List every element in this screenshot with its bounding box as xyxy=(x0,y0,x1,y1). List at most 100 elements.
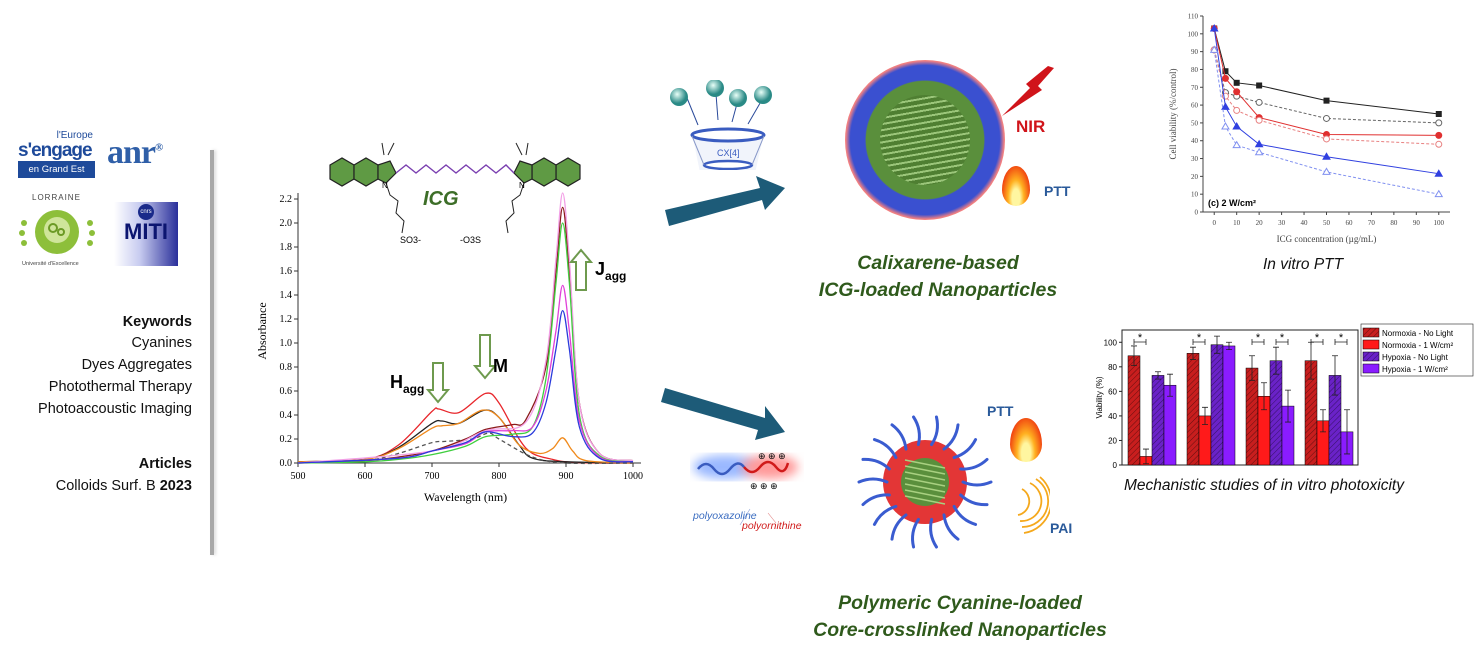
lorraine-logo: LORRAINE Université d'Excellence xyxy=(18,193,96,271)
j-aggregate-label: Jagg xyxy=(595,259,626,283)
x-tick-label: 40 xyxy=(1301,219,1309,227)
h-aggregate-arrow xyxy=(425,362,451,404)
lorraine-logo-text: Université d'Excellence xyxy=(22,261,79,267)
polymer-chain xyxy=(861,493,891,507)
anr-logo-text: anr xyxy=(107,134,156,171)
y-tick-label: 100 xyxy=(1188,30,1199,38)
bar xyxy=(1127,355,1141,466)
data-point xyxy=(1323,97,1330,104)
data-point xyxy=(1209,23,1219,32)
y-tick-label: 60 xyxy=(1108,387,1117,396)
y-tick-label: 2.0 xyxy=(280,218,293,229)
significance-bracket xyxy=(1192,339,1206,345)
significance-bracket xyxy=(1251,339,1265,345)
j-aggregate-arrow xyxy=(568,248,594,291)
significance-star: * xyxy=(1339,332,1344,344)
positive-charges: ⊕ ⊕ ⊕ xyxy=(758,451,786,461)
block-copolymer: ⊕ ⊕ ⊕ ⊕ ⊕ ⊕ xyxy=(693,451,798,526)
x-tick-label: 20 xyxy=(1256,219,1264,227)
x-axis-label: Wavelength (nm) xyxy=(424,490,507,504)
keyword-item: Photothermal Therapy xyxy=(48,379,192,395)
data-point xyxy=(1322,152,1331,160)
error-bar xyxy=(1344,409,1350,455)
data-point xyxy=(1323,135,1330,143)
bar xyxy=(1163,384,1177,466)
line-blue-solid xyxy=(1213,28,1439,175)
articles-heading: Articles xyxy=(138,456,192,472)
x-tick-label: 900 xyxy=(559,471,574,482)
polymeric-nanoparticle xyxy=(857,415,993,549)
y-tick-label: 0 xyxy=(1113,461,1118,470)
y-tick-label: 60 xyxy=(1191,102,1199,110)
significance-star: * xyxy=(1197,332,1202,344)
spectrum-line-blue xyxy=(297,309,634,464)
polymer-chain xyxy=(872,438,898,460)
y-axis-label: Viability (%) xyxy=(1095,376,1104,418)
bar xyxy=(1151,375,1165,466)
cnrs-logo-text: cnrs xyxy=(138,204,154,220)
monomer-label: M xyxy=(493,356,508,376)
legend-label: Normoxia - No Light xyxy=(1382,329,1454,338)
article-year: 2023 xyxy=(159,478,192,494)
y-tick-label: 110 xyxy=(1188,13,1199,21)
miti-logo-text: MITI xyxy=(124,219,168,244)
x-tick-label: 90 xyxy=(1413,219,1421,227)
x-tick-label: 0 xyxy=(1212,219,1216,227)
y-tick-label: 0.8 xyxy=(280,362,293,373)
data-point xyxy=(1435,111,1442,117)
polymer-chain xyxy=(930,415,939,447)
spectrum-line-pink xyxy=(297,192,634,464)
x-tick-label: 50 xyxy=(1323,219,1331,227)
y-tick-label: 1.4 xyxy=(280,290,293,301)
data-point xyxy=(1254,139,1264,148)
significance-star: * xyxy=(1315,332,1320,344)
y-tick-label: 0.6 xyxy=(280,386,293,397)
error-bar xyxy=(1332,355,1338,396)
error-bar xyxy=(1214,335,1220,354)
legend-swatch xyxy=(1362,327,1380,338)
y-tick-label: 80 xyxy=(1191,66,1199,74)
dye-stripe xyxy=(904,489,946,499)
keyword-item: Cyanines xyxy=(131,335,192,351)
error-bar xyxy=(1261,382,1267,411)
y-tick-label: 40 xyxy=(1108,412,1117,421)
line-black-dashed xyxy=(1213,49,1439,124)
article-reference: Colloids Surf. B 2023 xyxy=(56,478,192,494)
y-tick-label: 1.2 xyxy=(280,314,293,325)
y-tick-label: 1.8 xyxy=(280,242,293,253)
plot-frame xyxy=(1121,329,1359,466)
x-axis-label: ICG concentration (µg/mL) xyxy=(1277,234,1377,244)
arrow-top xyxy=(665,176,785,226)
data-point xyxy=(1255,116,1263,124)
polymer-chain xyxy=(929,517,938,549)
ptt-label: PTT xyxy=(1044,183,1071,199)
error-bar xyxy=(1202,406,1208,425)
pai-label: PAI xyxy=(1050,520,1073,536)
europe-logo-text: s'engage xyxy=(18,140,93,161)
bar xyxy=(1210,344,1224,466)
polymer-chain xyxy=(890,423,908,451)
data-point xyxy=(1221,121,1230,130)
dye-stripe xyxy=(904,465,946,475)
y-tick-label: 50 xyxy=(1191,119,1199,127)
significance-star: * xyxy=(1138,332,1143,344)
y-tick-label: 20 xyxy=(1108,436,1117,445)
spectrum-line-orange xyxy=(297,409,634,464)
line-black-solid xyxy=(1213,28,1439,115)
anr-logo: anr® xyxy=(107,134,163,172)
significance-bracket xyxy=(1133,339,1147,345)
x-tick-label: 10 xyxy=(1233,219,1241,227)
significance-star: * xyxy=(1256,332,1261,344)
x-tick-label: 700 xyxy=(425,471,440,482)
nitrogen-label: N xyxy=(519,181,525,190)
y-tick-label: 100 xyxy=(1104,338,1118,347)
x-tick-label: 70 xyxy=(1368,219,1376,227)
x-tick-label: 800 xyxy=(492,471,507,482)
x-tick-label: 30 xyxy=(1278,219,1286,227)
miti-logo: cnrs MITI xyxy=(114,202,178,266)
error-bar xyxy=(1131,345,1137,366)
polymer-chain xyxy=(890,513,908,541)
data-point xyxy=(1233,79,1240,86)
monomer-arrow xyxy=(472,334,498,380)
x-tick-label: 80 xyxy=(1390,219,1398,227)
